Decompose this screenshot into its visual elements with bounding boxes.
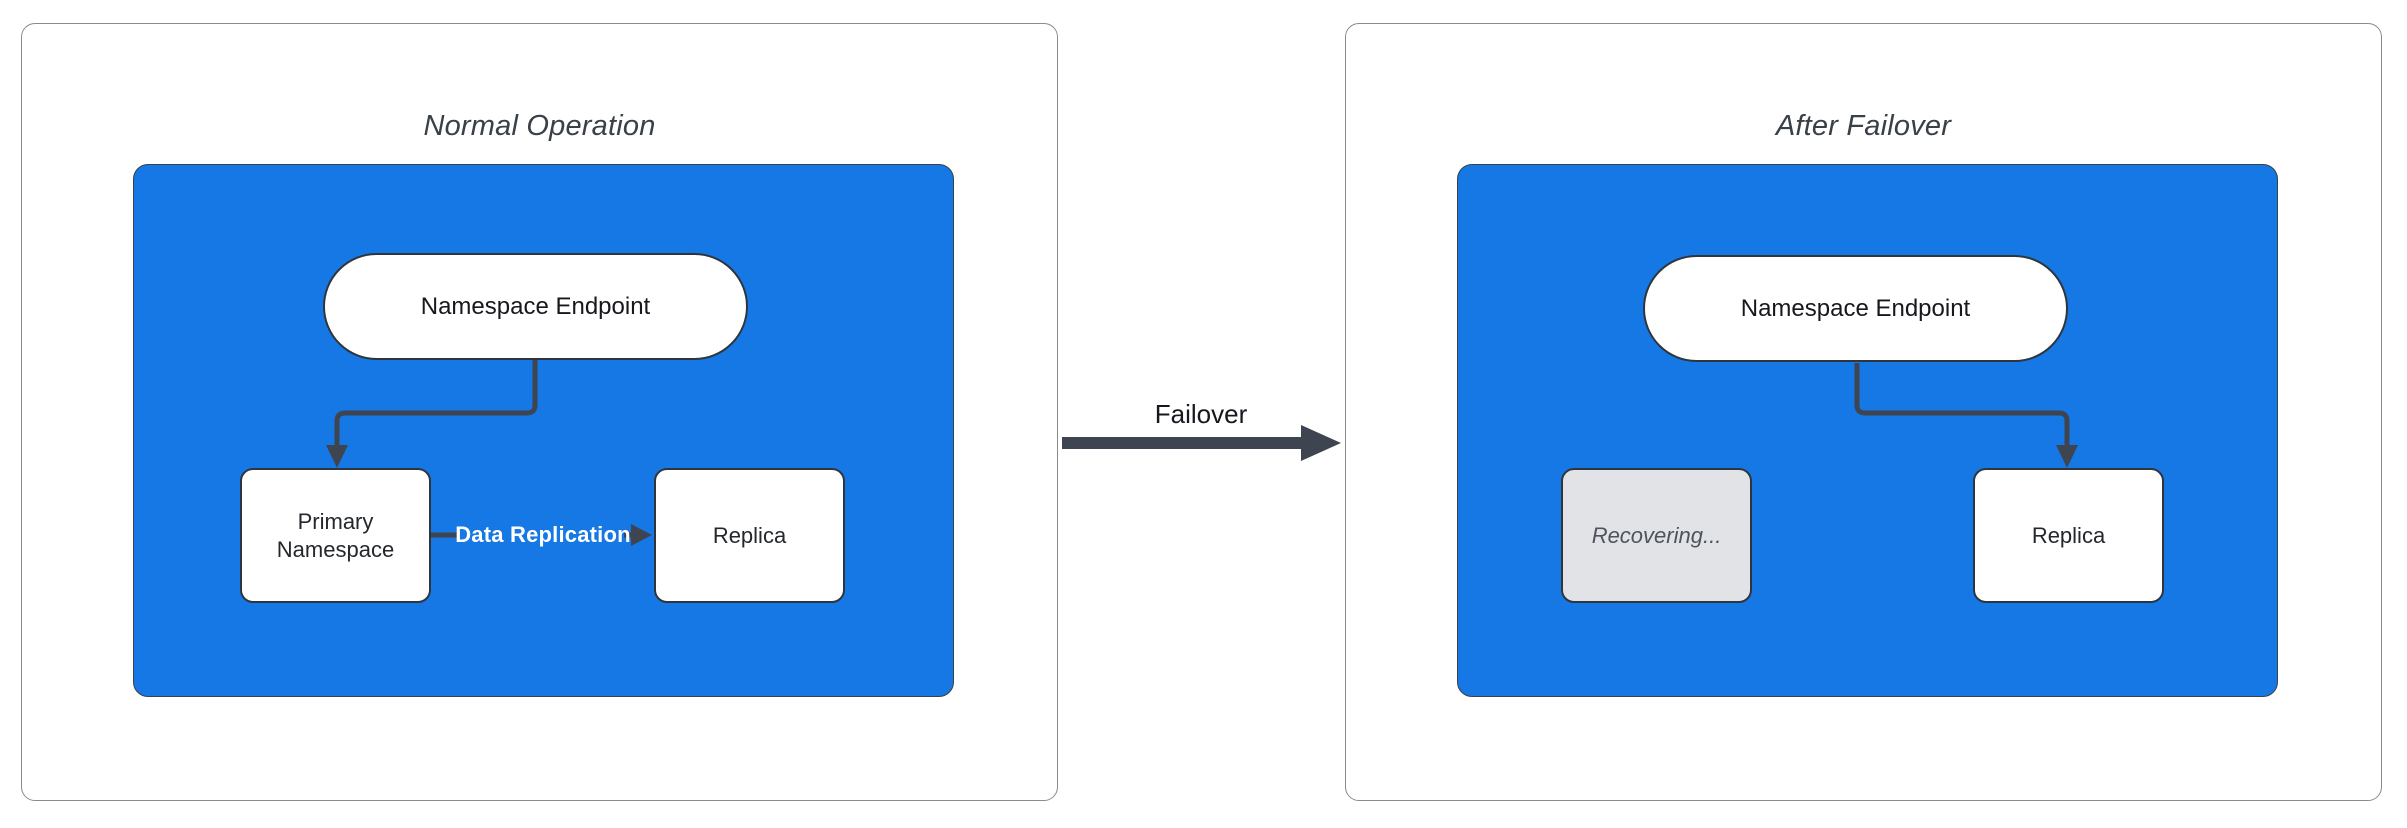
primary-namespace-node: Primary Namespace — [240, 468, 431, 603]
normal-operation-panel: Normal Operation — [21, 23, 1058, 801]
failover-namespace-endpoint-node: Namespace Endpoint — [1643, 255, 2068, 362]
data-replication-edge-label: Data Replication — [455, 522, 631, 547]
normal-replica-label: Replica — [712, 522, 787, 548]
failover-namespace-endpoint-label: Namespace Endpoint — [1740, 294, 1971, 322]
normal-replica-node: Replica — [654, 468, 845, 603]
normal-cluster-box — [133, 164, 954, 697]
recovering-node: Recovering... — [1561, 468, 1752, 603]
failover-replica-label: Replica — [2031, 522, 2106, 548]
primary-namespace-label: Primary Namespace — [276, 509, 395, 562]
normal-operation-title: Normal Operation — [423, 110, 656, 142]
failover-transition-label: Failover — [1154, 399, 1248, 429]
after-failover-title: After Failover — [1775, 110, 1952, 142]
normal-namespace-endpoint-node: Namespace Endpoint — [323, 253, 748, 360]
after-failover-panel: After Failover — [1345, 23, 2382, 801]
failover-arrowhead — [1301, 425, 1341, 461]
failover-replica-node: Replica — [1973, 468, 2164, 603]
recovering-label: Recovering... — [1591, 522, 1722, 548]
normal-namespace-endpoint-label: Namespace Endpoint — [420, 292, 651, 320]
failover-cluster-box — [1457, 164, 2278, 697]
